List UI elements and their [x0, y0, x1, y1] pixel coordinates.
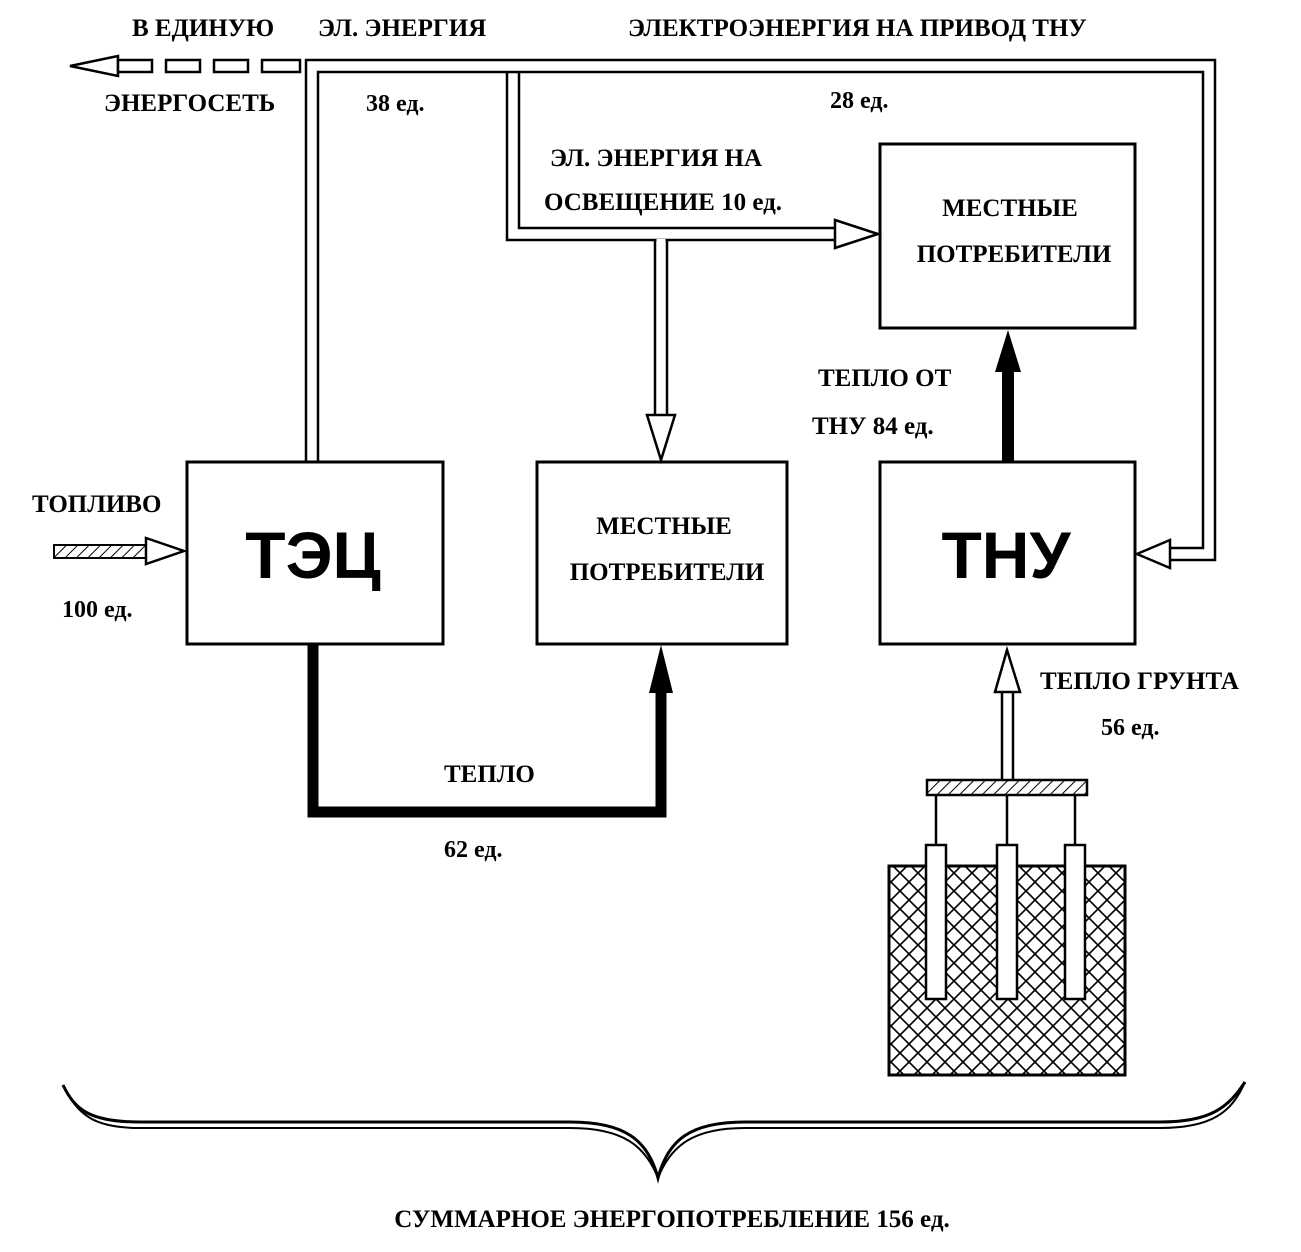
total-consumption-label: СУММАРНОЕ ЭНЕРГОПОТРЕБЛЕНИЕ 156 ед. — [394, 1206, 949, 1233]
lighting-label-line1: ЭЛ. ЭНЕРГИЯ НА — [550, 145, 762, 172]
hp-drive-arrowhead — [1133, 538, 1172, 570]
lighting-pipe-inner — [517, 72, 835, 230]
heat-pump-box — [878, 460, 1137, 646]
heat-label: ТЕПЛО — [444, 761, 535, 788]
local-consumers-center-line1: МЕСТНЫЕ — [596, 513, 732, 540]
lighting-label-line2: ОСВЕЩЕНИЕ 10 ед. — [544, 189, 782, 216]
el-energy-value: 38 ед. — [366, 91, 424, 117]
to-grid-label-line1: В ЕДИНУЮ — [132, 15, 274, 42]
heat-value: 62 ед. — [444, 837, 502, 863]
local-consumers-right-line2: ПОТРЕБИТЕЛИ — [917, 241, 1112, 268]
local-consumers-center-box — [535, 460, 789, 646]
local-consumers-right-line1: МЕСТНЫЕ — [942, 195, 1078, 222]
hp-drive-label: ЭЛЕКТРОЭНЕРГИЯ НА ПРИВОД ТНУ — [628, 15, 1087, 42]
ground-heat-label: ТЕПЛО ГРУНТА — [1040, 668, 1239, 695]
lighting-pipe-outer — [505, 72, 835, 242]
chp-label: ТЭЦ — [245, 518, 380, 592]
fuel-value: 100 ед. — [62, 597, 132, 623]
chp-box — [185, 460, 445, 646]
lighting-arrowhead-right — [833, 218, 883, 250]
ground-heat-exchanger — [887, 778, 1127, 1077]
to-grid-label-line2: ЭНЕРГОСЕТЬ — [104, 90, 275, 117]
lighting-arrowhead-down — [645, 413, 677, 465]
hp-heat-arrowhead — [995, 330, 1021, 372]
local-consumers-right-box — [878, 142, 1137, 330]
grid-export-arrow — [69, 54, 302, 78]
heat-pump-label: ТНУ — [941, 518, 1071, 592]
heat-arrowhead — [649, 645, 673, 693]
fuel-label: ТОПЛИВО — [32, 491, 161, 518]
heat-pipe — [307, 644, 667, 818]
electricity-main-pipe — [304, 58, 1217, 562]
heat-from-hp-line1: ТЕПЛО ОТ — [818, 365, 952, 392]
hp-drive-value: 28 ед. — [830, 88, 888, 114]
electricity-main-pipe-inner — [316, 70, 1205, 550]
el-energy-label: ЭЛ. ЭНЕРГИЯ — [318, 15, 486, 42]
total-brace — [61, 1081, 1247, 1184]
fuel-arrow — [53, 536, 188, 566]
ground-heat-value: 56 ед. — [1101, 715, 1159, 741]
heat-from-hp-line2: ТНУ 84 ед. — [812, 413, 934, 440]
local-consumers-center-line2: ПОТРЕБИТЕЛИ — [570, 559, 765, 586]
ground-heat-arrowhead — [993, 645, 1022, 694]
